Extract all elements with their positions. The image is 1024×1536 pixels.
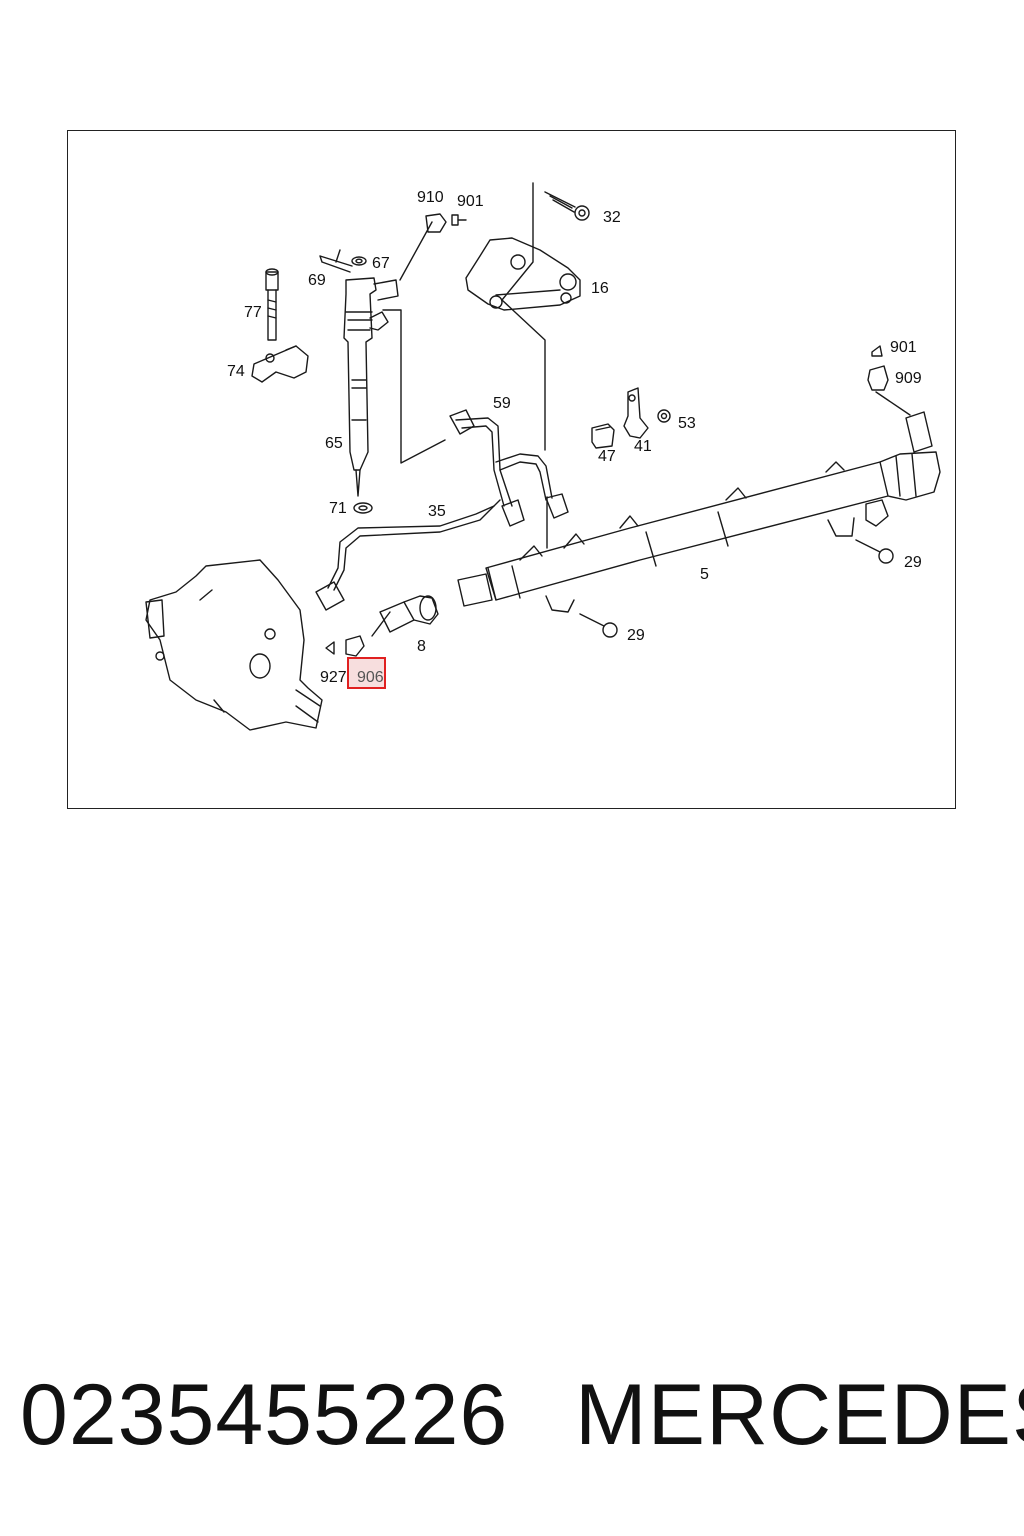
label-8: 8 [417,638,426,655]
injector-65 [343,277,399,497]
label-901-top: 901 [457,193,484,210]
fuel-rail-5 [457,411,941,613]
part-47 [591,423,615,449]
sensor-8 [379,595,439,633]
washer-71 [353,502,373,514]
washer-67 [351,256,367,266]
lines-59 [449,409,569,527]
plug-906 [345,635,365,657]
connector-910 [425,213,467,233]
label-65: 65 [325,435,343,452]
label-74: 74 [227,363,245,380]
connector-909 [867,345,889,391]
label-35: 35 [428,503,446,520]
part-number: 0235455226 [20,1367,509,1463]
label-32: 32 [603,209,621,226]
label-71: 71 [329,500,347,517]
label-910: 910 [417,189,444,206]
brand-name: MERCEDES [575,1367,1024,1463]
label-77: 77 [244,304,262,321]
clip-69 [319,249,353,273]
label-901-right: 901 [890,339,917,356]
plug-927 [325,641,335,655]
label-67: 67 [372,255,390,272]
label-69: 69 [308,272,326,289]
bolt-29-upper [855,539,894,564]
label-29-upper: 29 [904,554,922,571]
label-47: 47 [598,448,616,465]
bolt-77 [265,268,279,341]
label-906: 906 [357,669,384,686]
diagram-frame [67,130,956,809]
label-53: 53 [678,415,696,432]
leader-lines [371,182,911,637]
bracket-16 [465,237,581,311]
label-41: 41 [634,438,652,455]
bolt-32 [544,191,590,221]
label-5: 5 [700,566,709,583]
highlight-box-906 [347,657,386,689]
label-927: 927 [320,669,347,686]
bolt-29-lower [579,613,618,638]
clamp-74 [251,345,309,383]
label-29-lower: 29 [627,627,645,644]
bracket-41 [623,387,649,439]
label-16: 16 [591,280,609,297]
line-35 [315,499,501,611]
label-909: 909 [895,370,922,387]
parts-diagram: 910 901 32 67 69 16 77 74 901 909 59 53 … [145,182,941,731]
high-pressure-pump [145,559,323,731]
nut-53 [657,409,671,423]
label-59: 59 [493,395,511,412]
